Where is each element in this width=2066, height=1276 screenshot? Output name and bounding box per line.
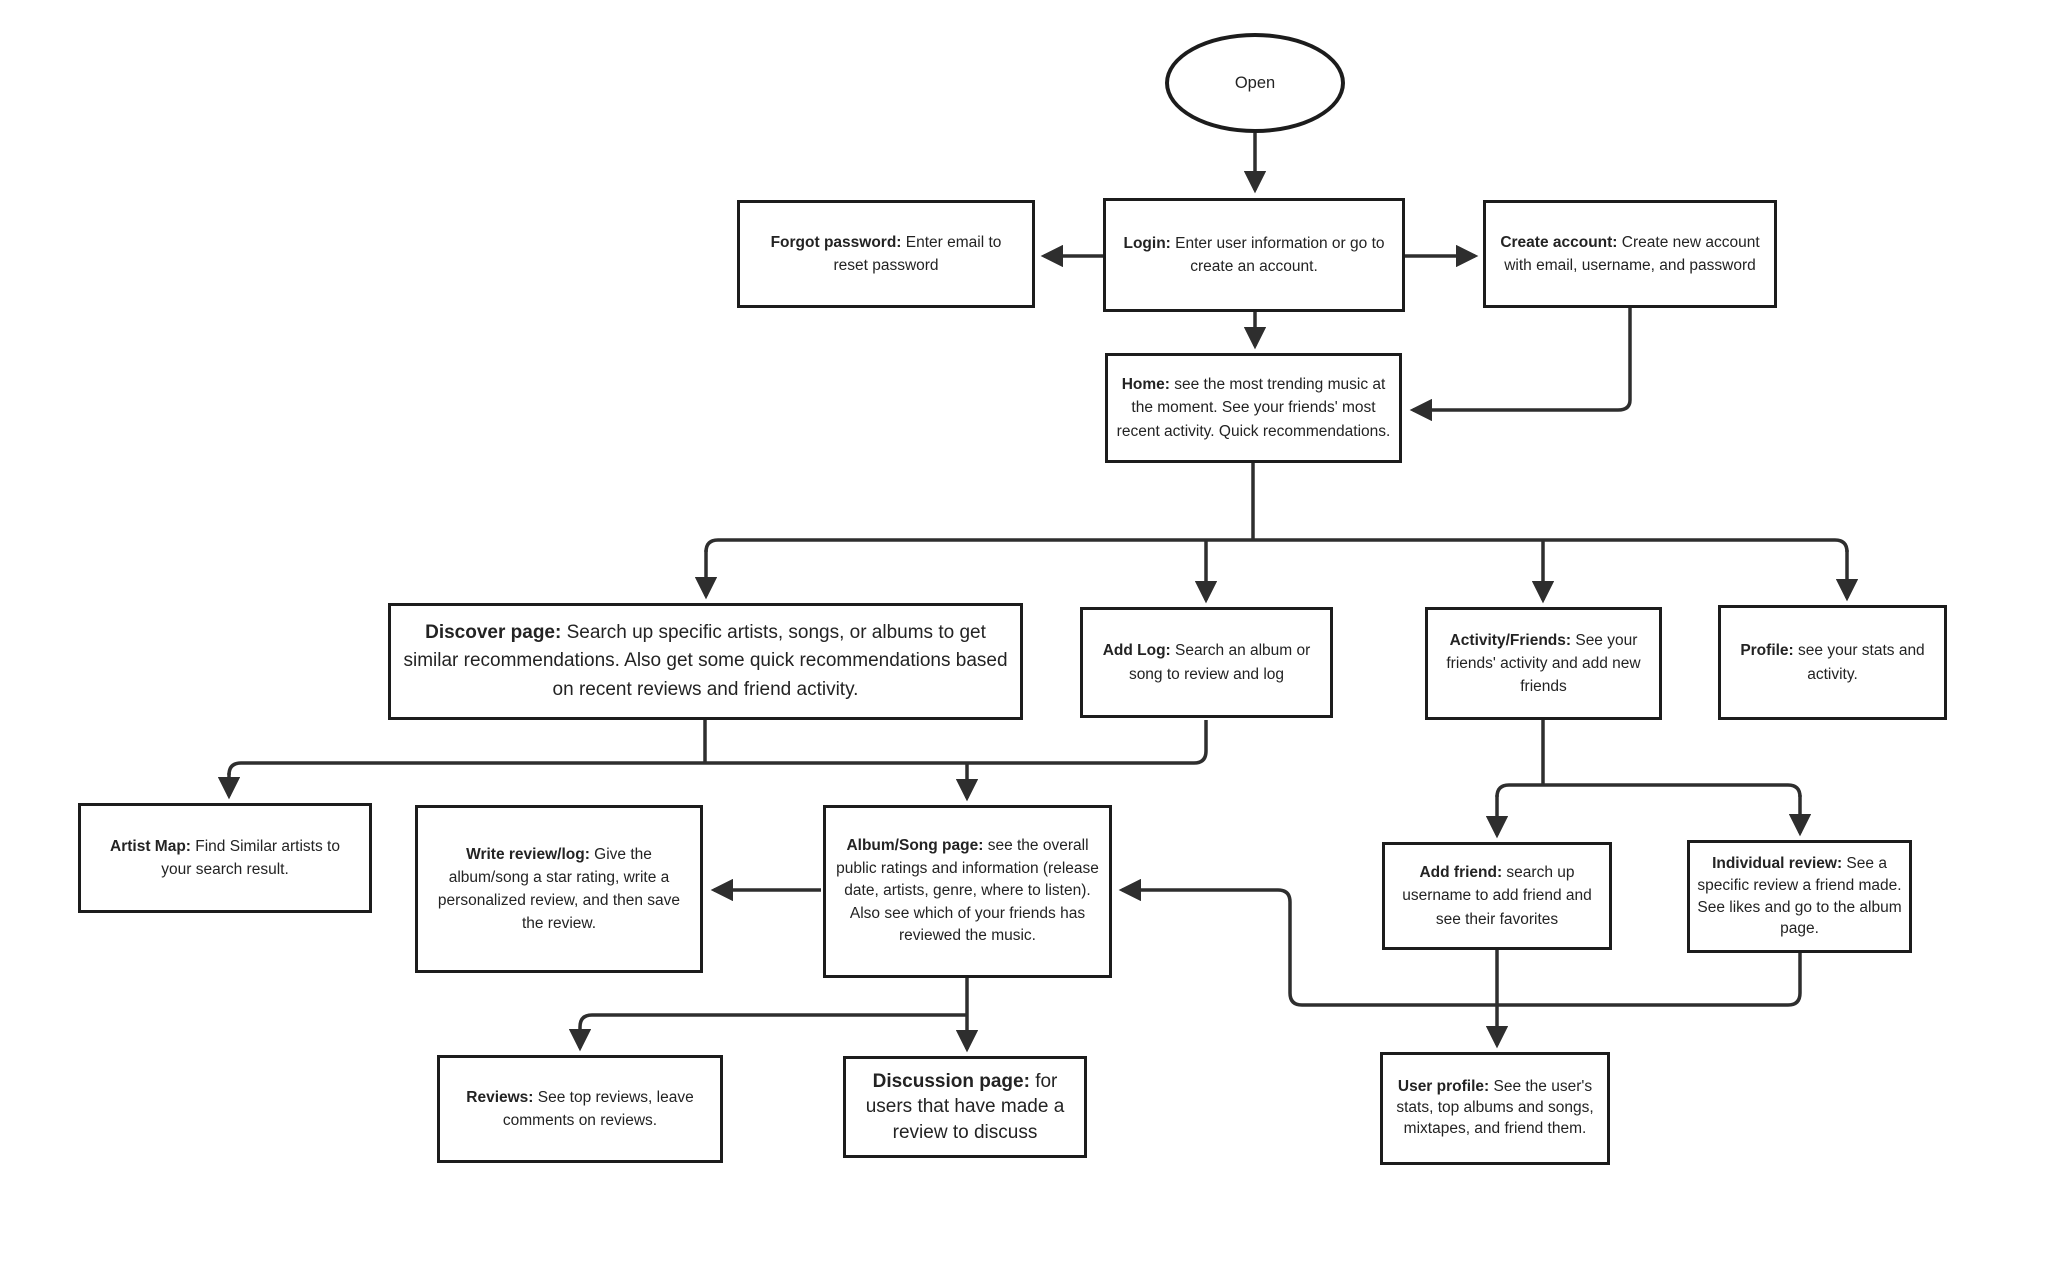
node-artist-map-body: Find Similar artists to your search resu… [161, 837, 340, 878]
node-add-friend-body: search up username to add friend and see… [1402, 864, 1592, 928]
node-reviews-body: See top reviews, leave comments on revie… [502, 1088, 694, 1129]
node-discover-page-title: Discover page: [425, 621, 562, 643]
node-artist-map: Artist Map: Find Similar artists to your… [78, 803, 372, 913]
node-add-log-title: Add Log: [1102, 642, 1171, 660]
edge-individual-albumsong [1118, 878, 1802, 1007]
node-home-title: Home: [1121, 376, 1170, 394]
node-open: Open [1165, 33, 1345, 133]
node-user-profile-title: User profile: [1397, 1078, 1490, 1096]
node-individual-review: Individual review: See a specific review… [1687, 840, 1912, 953]
node-album-song-page-title: Album/Song page: [846, 837, 984, 855]
node-user-profile-body: See the user's stats, top albums and son… [1396, 1078, 1594, 1137]
node-add-log: Add Log: Search an album or song to revi… [1080, 607, 1333, 718]
node-forgot-password-title: Forgot password: [770, 233, 902, 251]
node-reviews-title: Reviews: [466, 1088, 534, 1106]
edge-discover-addlog-branches [217, 720, 1208, 802]
node-add-friend-title: Add friend: [1419, 864, 1503, 882]
edge-home-branches [694, 463, 1859, 604]
node-home: Home: see the most trending music at the… [1105, 353, 1402, 463]
node-write-review-log-body: Give the album/song a star rating, write… [437, 845, 681, 933]
node-album-song-page: Album/Song page: see the overall public … [823, 805, 1112, 978]
node-home-body: see the most trending music at the momen… [1116, 376, 1391, 440]
node-login: Login: Enter user information or go to c… [1103, 198, 1405, 312]
node-activity-friends-body: See your friends' activity and add new f… [1446, 631, 1641, 696]
node-discover-page-body: Search up specific artists, songs, or al… [403, 621, 1008, 700]
node-activity-friends-title: Activity/Friends: [1449, 631, 1572, 649]
node-discussion-page: Discussion page: for users that have mad… [843, 1056, 1087, 1158]
edge-albumsong-reviews-discussion [568, 978, 979, 1053]
node-individual-review-body: See a specific review a friend made. See… [1697, 855, 1902, 938]
node-forgot-password: Forgot password: Enter email to reset pa… [737, 200, 1035, 308]
node-profile-body: see your stats and activity. [1793, 642, 1925, 683]
node-login-title: Login: [1123, 234, 1171, 252]
node-profile-title: Profile: [1740, 642, 1794, 660]
node-login-body: Enter user information or go to create a… [1170, 234, 1385, 275]
node-create-account: Create account: Create new account with … [1483, 200, 1777, 308]
node-user-profile: User profile: See the user's stats, top … [1380, 1052, 1610, 1165]
node-activity-friends: Activity/Friends: See your friends' acti… [1425, 607, 1662, 720]
edge-activity-branches [1485, 720, 1812, 839]
node-add-friend: Add friend: search up username to add fr… [1382, 842, 1612, 950]
node-discover-page: Discover page: Search up specific artist… [388, 603, 1023, 720]
node-create-account-body: Create new account with email, username,… [1504, 233, 1760, 274]
node-write-review-log-title: Write review/log: [466, 845, 590, 863]
node-forgot-password-body: Enter email to reset password [833, 233, 1002, 274]
node-write-review-log: Write review/log: Give the album/song a … [415, 805, 703, 973]
node-discussion-page-body: for users that have made a review to dis… [865, 1070, 1065, 1143]
edge-create-home [1409, 308, 1632, 422]
node-create-account-title: Create account: [1500, 233, 1618, 251]
node-artist-map-title: Artist Map: [110, 837, 191, 855]
node-reviews: Reviews: See top reviews, leave comments… [437, 1055, 723, 1163]
node-add-log-body: Search an album or song to review and lo… [1128, 642, 1311, 683]
node-discussion-page-title: Discussion page: [872, 1070, 1030, 1092]
node-open-label: Open [1234, 73, 1276, 92]
node-profile: Profile: see your stats and activity. [1718, 605, 1947, 720]
node-individual-review-title: Individual review: [1712, 855, 1843, 873]
node-album-song-page-body: see the overall public ratings and infor… [836, 837, 1099, 945]
